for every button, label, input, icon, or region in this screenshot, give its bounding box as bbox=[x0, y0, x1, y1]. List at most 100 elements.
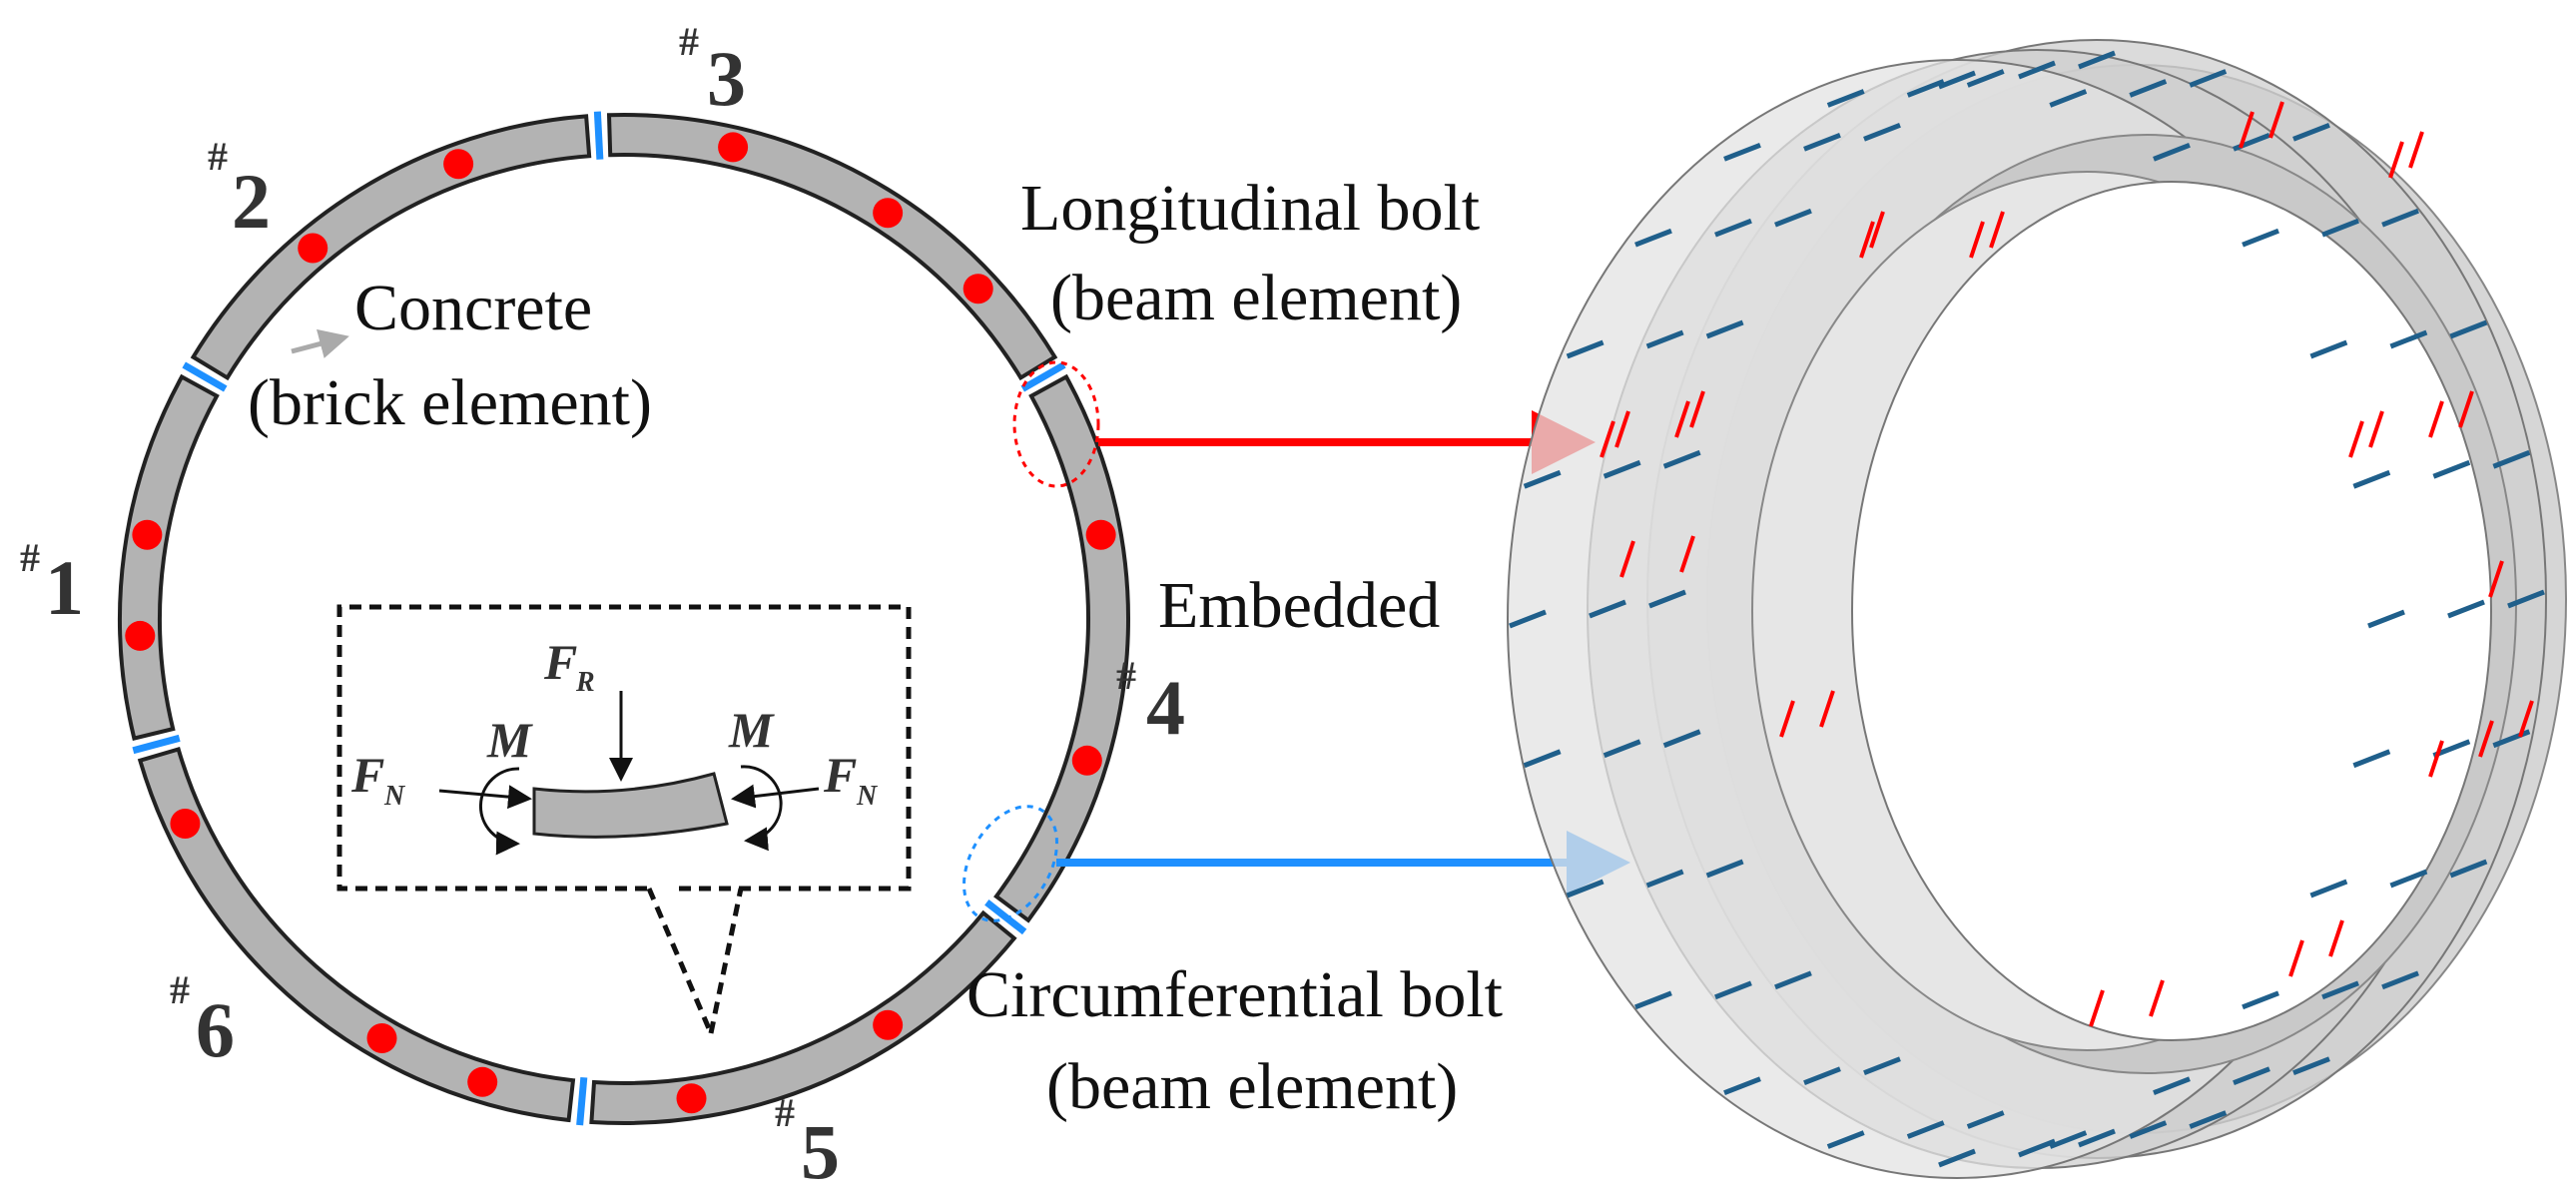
inset-segment bbox=[532, 772, 729, 839]
circumferential-bolt-3d bbox=[1966, 1110, 2005, 1129]
embedded-label: Embedded bbox=[1158, 569, 1440, 642]
longitudinal-bolt-3d bbox=[2478, 720, 2494, 758]
circumferential-bolt-3d bbox=[2381, 970, 2419, 990]
circumferential-bolt-3d bbox=[1509, 609, 1547, 629]
circumferential-bolt-3d bbox=[2492, 729, 2531, 749]
lining-segment bbox=[190, 114, 592, 381]
longitudinal-bolt-3d bbox=[2089, 989, 2105, 1027]
circumferential-bolt-3d bbox=[1723, 143, 1761, 162]
longitudinal-bolt bbox=[1071, 745, 1102, 776]
circumferential-bolt-3d bbox=[2078, 50, 2116, 70]
circumferential-bolt-3d bbox=[1723, 1076, 1761, 1095]
lining-segment bbox=[589, 909, 1017, 1125]
longitudinal-bolt-highlight bbox=[1012, 360, 1100, 488]
normal-force-right-arrow bbox=[731, 784, 820, 809]
circumferential-bolt-3d bbox=[1774, 208, 1812, 228]
callout-pointer-left bbox=[646, 888, 714, 1034]
moment-right-label: M bbox=[728, 702, 775, 758]
longitudinal-bolt-3d bbox=[2288, 939, 2304, 977]
circumferential-bolt-3d bbox=[2018, 60, 2056, 80]
circumferential-bolt-3d bbox=[2129, 79, 2168, 98]
tunnel-3d-model bbox=[1507, 39, 2567, 1179]
longitudinal-bolt-3d bbox=[2268, 101, 2284, 139]
circumferential-bolt-3d bbox=[1566, 879, 1605, 899]
longitudinal-bolt-3d bbox=[2368, 410, 2384, 448]
moment-left-arrow bbox=[479, 767, 520, 856]
longitudinal-bolt bbox=[132, 519, 163, 550]
circumferential-bolt-3d bbox=[2449, 319, 2488, 339]
segment-2-number: 2 bbox=[232, 158, 271, 245]
circumferential-bolt-3d bbox=[1714, 218, 1752, 238]
segment-3-number: 3 bbox=[707, 35, 746, 122]
normal-force-left-arrow bbox=[438, 785, 532, 810]
longitudinal-bolt bbox=[467, 1066, 498, 1097]
longitudinal-bolt-3d bbox=[1689, 390, 1705, 428]
ring-opening bbox=[1851, 181, 2492, 1041]
longitudinal-bolt-3d bbox=[2388, 141, 2404, 179]
longitudinal-bolt-3d bbox=[1600, 420, 1615, 458]
circumferential-bolt-3d bbox=[1705, 319, 1744, 339]
longitudinal-bolt bbox=[718, 132, 749, 163]
segment-4-number: 4 bbox=[1146, 664, 1185, 751]
circumferential-bolt-3d bbox=[1662, 449, 1701, 469]
radial-force-subscript: R bbox=[575, 667, 595, 698]
circumferential-bolt-3d bbox=[2078, 1128, 2116, 1148]
force-inset: F R F N M M F N bbox=[336, 604, 912, 1034]
moment-right-arrow bbox=[740, 765, 783, 852]
circumferential-bolt-3d bbox=[2049, 1130, 2088, 1149]
longitudinal-bolt-3d bbox=[2149, 979, 2165, 1017]
circumferential-bolt-3d bbox=[1645, 869, 1684, 889]
circumferential-bolt-3d bbox=[2292, 1056, 2330, 1075]
longitudinal-bolt-3d bbox=[2428, 400, 2444, 438]
longitudinal-beam-label: (beam element) bbox=[1050, 262, 1462, 334]
longitudinal-bolt-3d bbox=[1859, 221, 1875, 259]
longitudinal-bolt-3d bbox=[1619, 540, 1635, 578]
circumferential-bolt-3d bbox=[1566, 339, 1605, 359]
circumferential-bolt-3d bbox=[2018, 1138, 2056, 1158]
longitudinal-bolt-3d bbox=[1779, 700, 1795, 738]
circumferential-bolt-3d bbox=[1826, 1130, 1865, 1149]
callout-pointer-right bbox=[708, 888, 744, 1034]
circumferential-bolt-3d bbox=[1938, 1148, 1976, 1168]
longitudinal-bolt-3d bbox=[1989, 211, 2005, 249]
circumferential-bolt-3d bbox=[2389, 869, 2428, 889]
segment-1-hash: # bbox=[20, 535, 40, 580]
segment-5-hash: # bbox=[775, 1090, 795, 1135]
lining-ring bbox=[118, 113, 1130, 1125]
circumferential-bolt-3d bbox=[2352, 749, 2391, 769]
circumferential-bolt-3d bbox=[1589, 599, 1626, 619]
circumferential-bolt bbox=[182, 361, 228, 392]
segment-2-hash: # bbox=[208, 134, 228, 179]
longitudinal-bolt bbox=[298, 233, 328, 264]
circumferential-bolt-3d bbox=[1523, 749, 1562, 769]
concrete-pointer-arrow bbox=[291, 328, 349, 358]
circumferential-bolt-3d bbox=[1645, 329, 1684, 349]
longitudinal-bolt bbox=[1085, 519, 1116, 550]
circumferential-bolt-3d bbox=[2367, 609, 2405, 629]
segment-labels: # 1 # 2 # 3 # 4 # 5 # 6 bbox=[20, 19, 1185, 1195]
circumferential-bolt-3d bbox=[1938, 70, 1976, 90]
longitudinal-bolt-3d bbox=[1674, 400, 1690, 438]
circumferential-bolt-3d bbox=[2292, 123, 2330, 142]
circumferential-bolt-3d bbox=[2507, 589, 2545, 609]
longitudinal-bolt-label: Longitudinal bolt bbox=[1020, 172, 1480, 245]
longitudinal-bolt-3d bbox=[2488, 560, 2504, 598]
circumferential-bolt-3d bbox=[1523, 469, 1562, 489]
circumferential-bolt-3d bbox=[2321, 218, 2359, 238]
longitudinal-bolt-3d bbox=[2458, 390, 2474, 428]
circumferential-bolt-3d bbox=[1774, 970, 1812, 990]
longitudinal-bolt bbox=[125, 620, 156, 651]
circumferential-bolt-3d bbox=[1906, 1120, 1945, 1139]
circumferential-bolt-3d bbox=[1634, 228, 1672, 248]
circumferential-bolt-3d bbox=[2242, 990, 2279, 1010]
circumferential-bolt-3d bbox=[2153, 1076, 2191, 1095]
longitudinal-bolt-3d bbox=[2239, 111, 2254, 149]
annotation-labels: Concrete (brick element) Longitudinal bo… bbox=[248, 172, 1503, 1123]
circumferential-bolt-3d bbox=[2352, 469, 2391, 489]
circumferential-bolt-label: Circumferential bolt bbox=[966, 958, 1503, 1031]
circumferential-bolt-3d bbox=[2447, 599, 2485, 619]
longitudinal-bolt-3d bbox=[1679, 535, 1695, 573]
circumferential-bolt bbox=[132, 734, 181, 755]
